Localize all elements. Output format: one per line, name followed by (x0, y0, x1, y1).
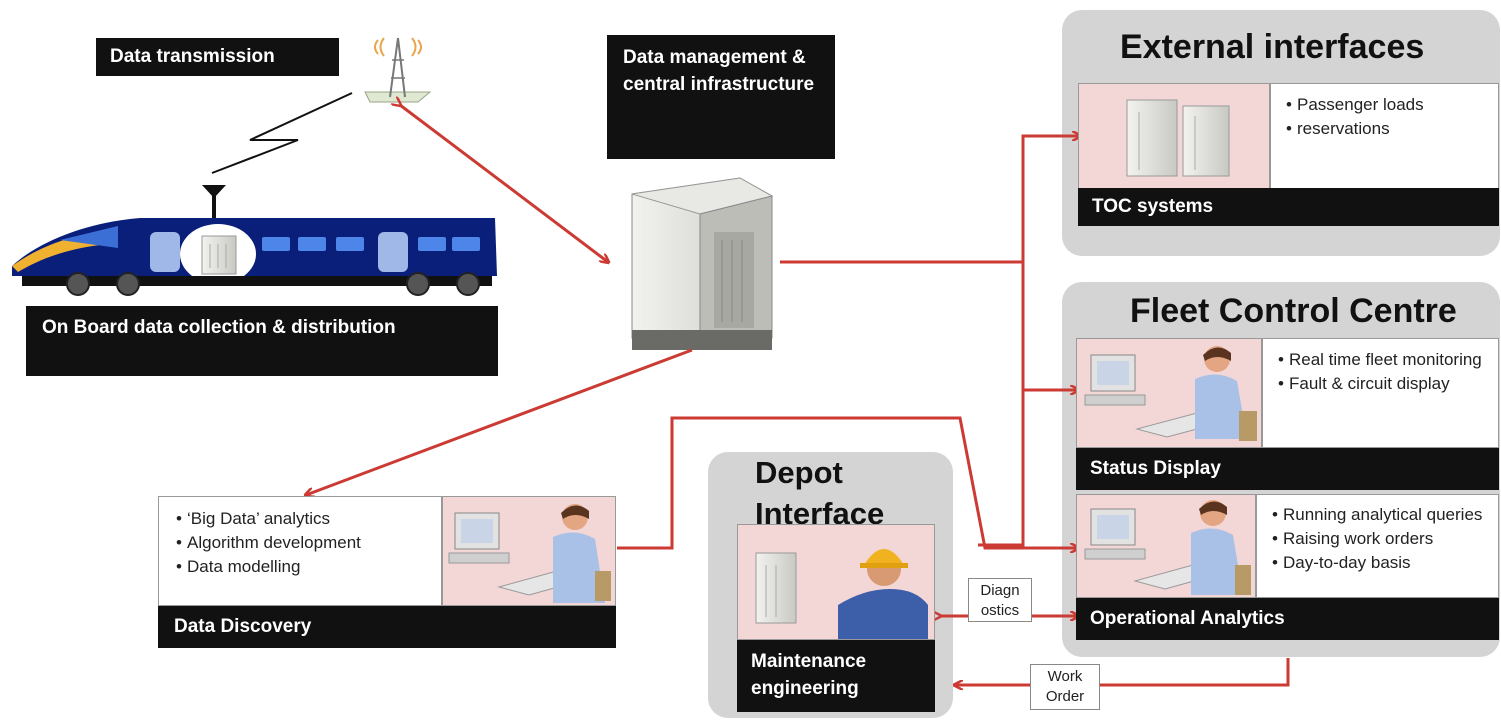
operational-analytics-label: Operational Analytics (1076, 598, 1499, 640)
transmission-tower-icon (364, 37, 432, 103)
status-image-box (1076, 338, 1262, 448)
status-display-label: Status Display (1076, 448, 1499, 490)
toc-server-icon (1126, 99, 1230, 177)
depot-interface-title: Depot Interface (755, 455, 885, 531)
diagnostics-document-icon: Diagn ostics (968, 578, 1032, 622)
analytics-bullet: Raising work orders (1267, 527, 1488, 551)
status-bullet: Fault & circuit display (1273, 372, 1488, 396)
discovery-bullet: Algorithm development (171, 531, 429, 555)
onboard-collection-label: On Board data collection & distribution (26, 306, 498, 376)
external-bullet: reservations (1281, 117, 1488, 141)
central-infrastructure-label: Data management & central infrastructure (607, 35, 835, 159)
external-bullets-box: Passenger loads reservations (1270, 83, 1499, 189)
train-icon (12, 185, 497, 296)
external-bullet: Passenger loads (1281, 93, 1488, 117)
operator-at-computer-icon (448, 504, 611, 603)
operator-at-computer-icon (1084, 346, 1257, 441)
status-bullets-box: Real time fleet monitoring Fault & circu… (1262, 338, 1499, 448)
discovery-bullet: Data modelling (171, 555, 429, 579)
analytics-image-box (1076, 494, 1256, 598)
work-order-document-icon: Work Order (1030, 664, 1100, 710)
maintenance-engineering-label: Maintenance engineering (737, 640, 935, 712)
fleet-control-centre-title: Fleet Control Centre (1130, 292, 1457, 330)
depot-image-box (737, 524, 935, 640)
data-transmission-label: Data transmission (96, 38, 339, 76)
central-server-icon (631, 177, 774, 350)
discovery-image-box (442, 496, 616, 606)
external-interfaces-title: External interfaces (1120, 28, 1425, 66)
toc-systems-label: TOC systems (1078, 188, 1499, 226)
data-discovery-label: Data Discovery (158, 606, 616, 648)
discovery-bullets-box: ‘Big Data’ analytics Algorithm developme… (158, 496, 442, 606)
analytics-bullets-box: Running analytical queries Raising work … (1256, 494, 1499, 598)
toc-image-box (1078, 83, 1270, 189)
operator-at-computer-icon (1084, 500, 1251, 595)
status-bullet: Real time fleet monitoring (1273, 348, 1488, 372)
engineer-and-server-icon (755, 549, 928, 639)
discovery-bullet: ‘Big Data’ analytics (171, 507, 429, 531)
analytics-bullet: Day-to-day basis (1267, 551, 1488, 575)
analytics-bullet: Running analytical queries (1267, 503, 1488, 527)
wireless-signal-line (211, 92, 353, 174)
